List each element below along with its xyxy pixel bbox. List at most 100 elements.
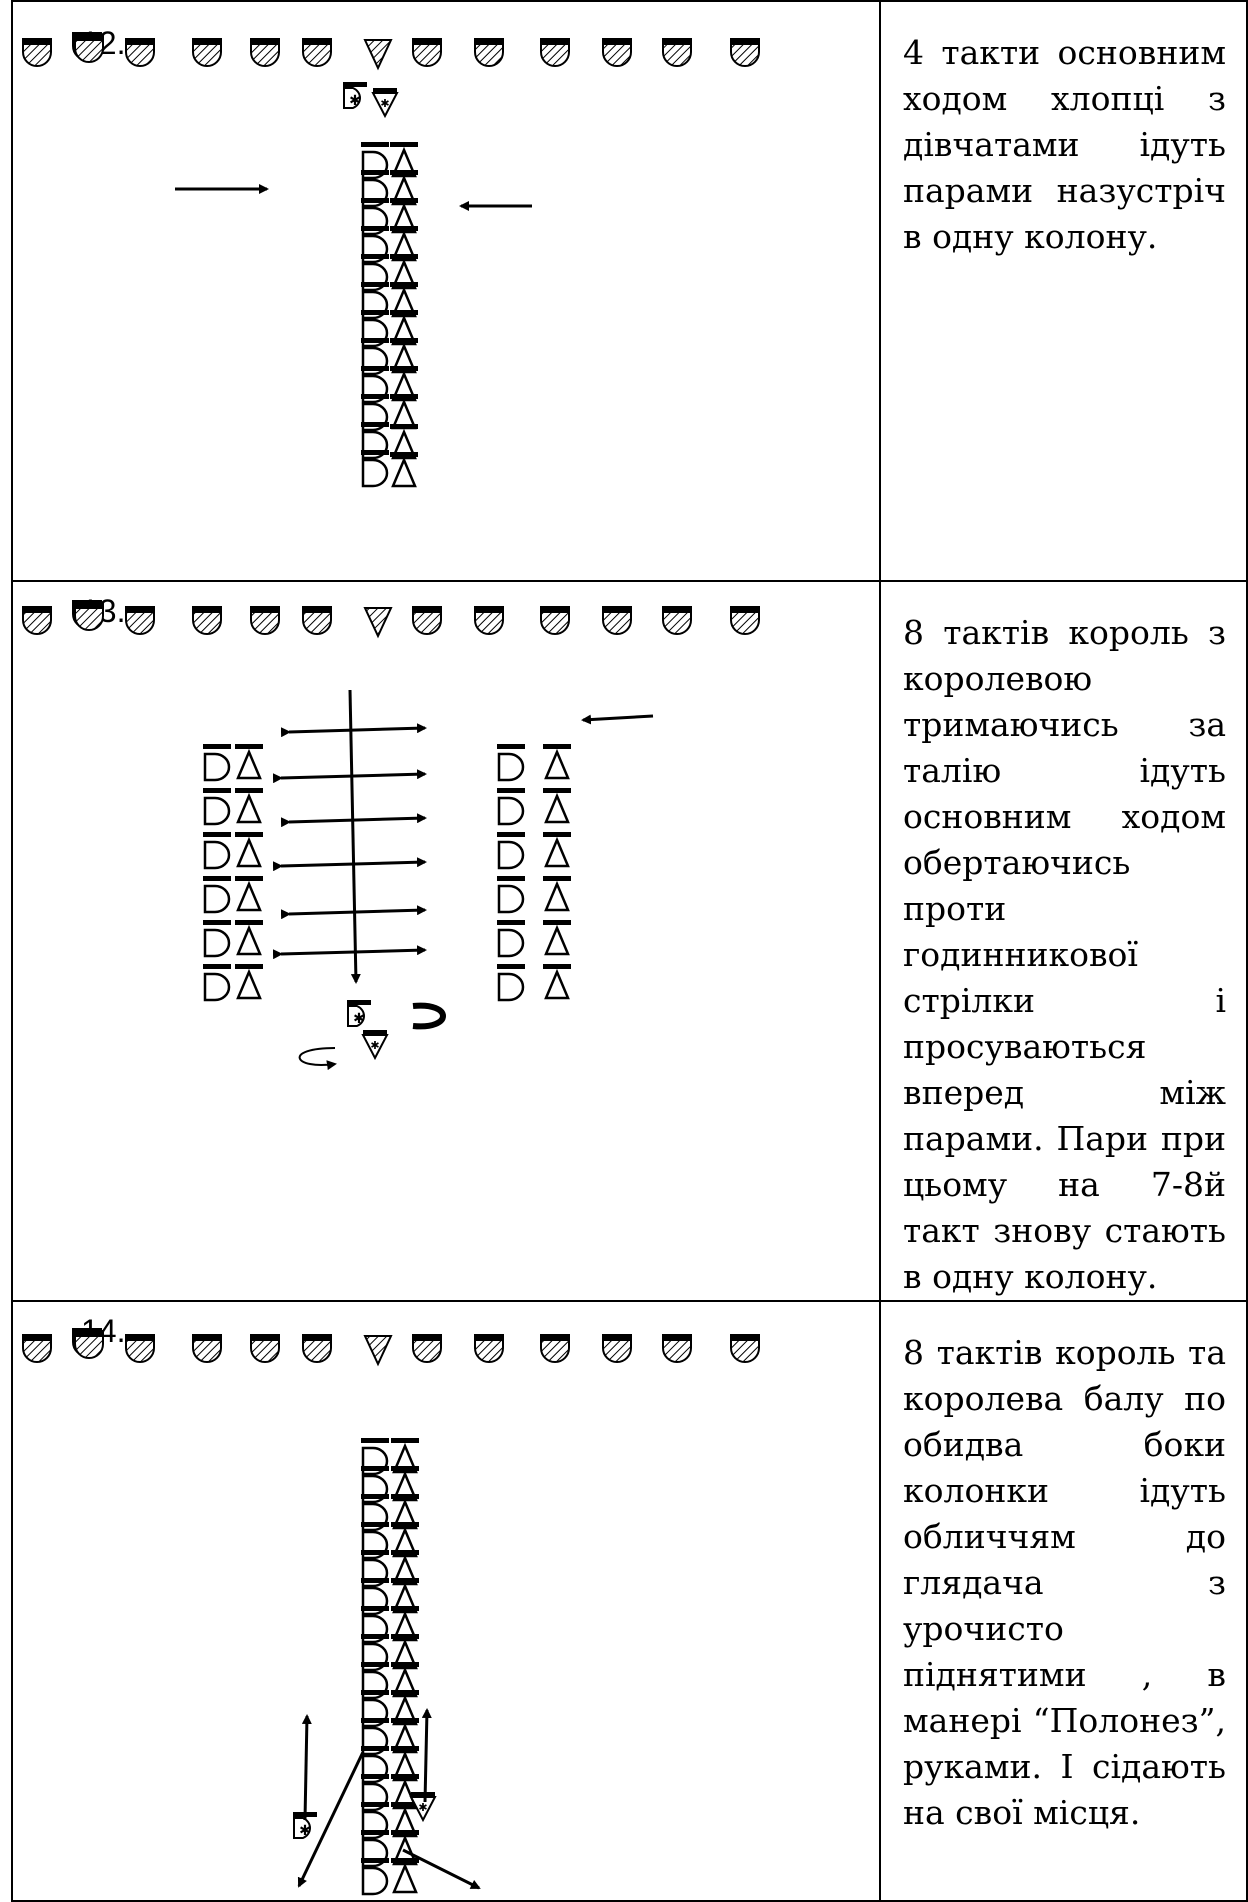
king-star: ✱ [349,93,361,109]
boy-shape [497,928,525,958]
boy-icon [203,920,231,958]
guest-bar [474,1334,504,1340]
queen-seat-shape [363,39,393,71]
dance-scheme-table: 12. ✱✱ 4 такти основним ходом хлопці з д… [11,0,1248,1902]
girl-icon [235,832,263,868]
seated-queen-icon [363,607,393,639]
queen-bar [411,1792,435,1796]
seated-guest-icon [540,38,570,67]
girl-bar [390,338,418,343]
boy-icon [497,832,525,870]
girl-shape [544,880,570,912]
movement-arrow [280,905,427,920]
boy-bar [497,832,525,837]
girl-shape [236,792,262,824]
guest-bar [192,38,222,44]
movement-arrow [280,723,427,738]
boy-shape [203,972,231,1002]
girl-shape [544,748,570,780]
king-bar [343,82,367,87]
girl-bar [235,876,263,881]
boy-icon [203,788,231,826]
seated-guest-icon [474,1334,504,1363]
girl-bar [390,226,418,231]
boy-bar [361,170,389,175]
girl-bar [543,832,571,837]
formation-diagram-13: 13. ✱✱ [22,593,760,1071]
boy-bar [497,788,525,793]
girl-bar [235,788,263,793]
guest-shape [602,1339,632,1363]
guest-bar [412,38,442,44]
girl-bar [391,1466,419,1471]
seated-guest-icon [662,606,692,635]
boy-bar [361,282,389,287]
girl-bar [543,876,571,881]
guest-bar [192,1334,222,1340]
movement-arrow [280,813,427,828]
queen-bar [363,1030,387,1034]
guest-shape [192,611,222,635]
boy-bar [361,1718,389,1723]
girl-shape [544,836,570,868]
girl-bar [391,1662,419,1667]
queen-star: ✱ [380,97,389,110]
seated-guest-icon [662,38,692,67]
boy-bar [361,226,389,231]
girl-shape [544,792,570,824]
seated-guest-icon [250,606,280,635]
description-14: 8 тактів король та королева балу по обид… [879,1300,1248,1902]
girl-shape [391,456,417,488]
seated-guest-icon [22,38,52,67]
guest-shape [74,39,104,63]
seated-guest-icon [192,38,222,67]
seated-guest-icon [74,34,104,63]
king-star: ✱ [353,1011,365,1027]
queen-shape [409,1796,437,1823]
figure-description: 4 такти основним ходом хлопці з дівчатам… [903,33,1226,256]
boy-shape [497,840,525,870]
guest-shape [662,1339,692,1363]
description-13: 8 тактів король з королевою тримаючись з… [879,580,1248,1302]
seated-guest-icon [22,606,52,635]
boy-bar [203,876,231,881]
boy-shape [203,840,231,870]
choreography-page: 12. ✱✱ 4 такти основним ходом хлопці з д… [11,0,1248,1902]
boy-icon [203,876,231,914]
girl-icon [543,964,571,1000]
guest-shape [125,1339,155,1363]
guest-shape [412,43,442,67]
movement-arrow [348,689,361,984]
boy-bar [203,832,231,837]
boy-bar [203,788,231,793]
girl-bar [235,832,263,837]
guest-shape [730,1339,760,1363]
seated-queen-icon [363,39,393,71]
formation-diagram-14: 14. ✱✱ [22,1313,760,1896]
boy-shape [497,884,525,914]
girl-bar [391,1550,419,1555]
boy-bar [361,142,389,147]
girl-bar [543,964,571,969]
boy-bar [361,310,389,315]
girl-icon [235,920,263,956]
king-bar [347,1000,371,1005]
girl-bar [391,1606,419,1611]
seated-guest-icon [412,1334,442,1363]
guest-bar [662,606,692,612]
guest-shape [730,611,760,635]
girl-icon [235,744,263,780]
guest-bar [662,1334,692,1340]
seated-guest-icon [302,1334,332,1363]
girl-bar [390,282,418,287]
girl-shape [236,880,262,912]
boy-bar [203,744,231,749]
seated-guest-icon [302,38,332,67]
movement-arrow [301,1714,312,1821]
seated-guest-icon [250,38,280,67]
girl-icon [235,788,263,824]
king-star: ✱ [299,1823,311,1839]
queen-star: ✱ [418,1801,427,1814]
guest-bar [22,38,52,44]
guest-bar [125,606,155,612]
